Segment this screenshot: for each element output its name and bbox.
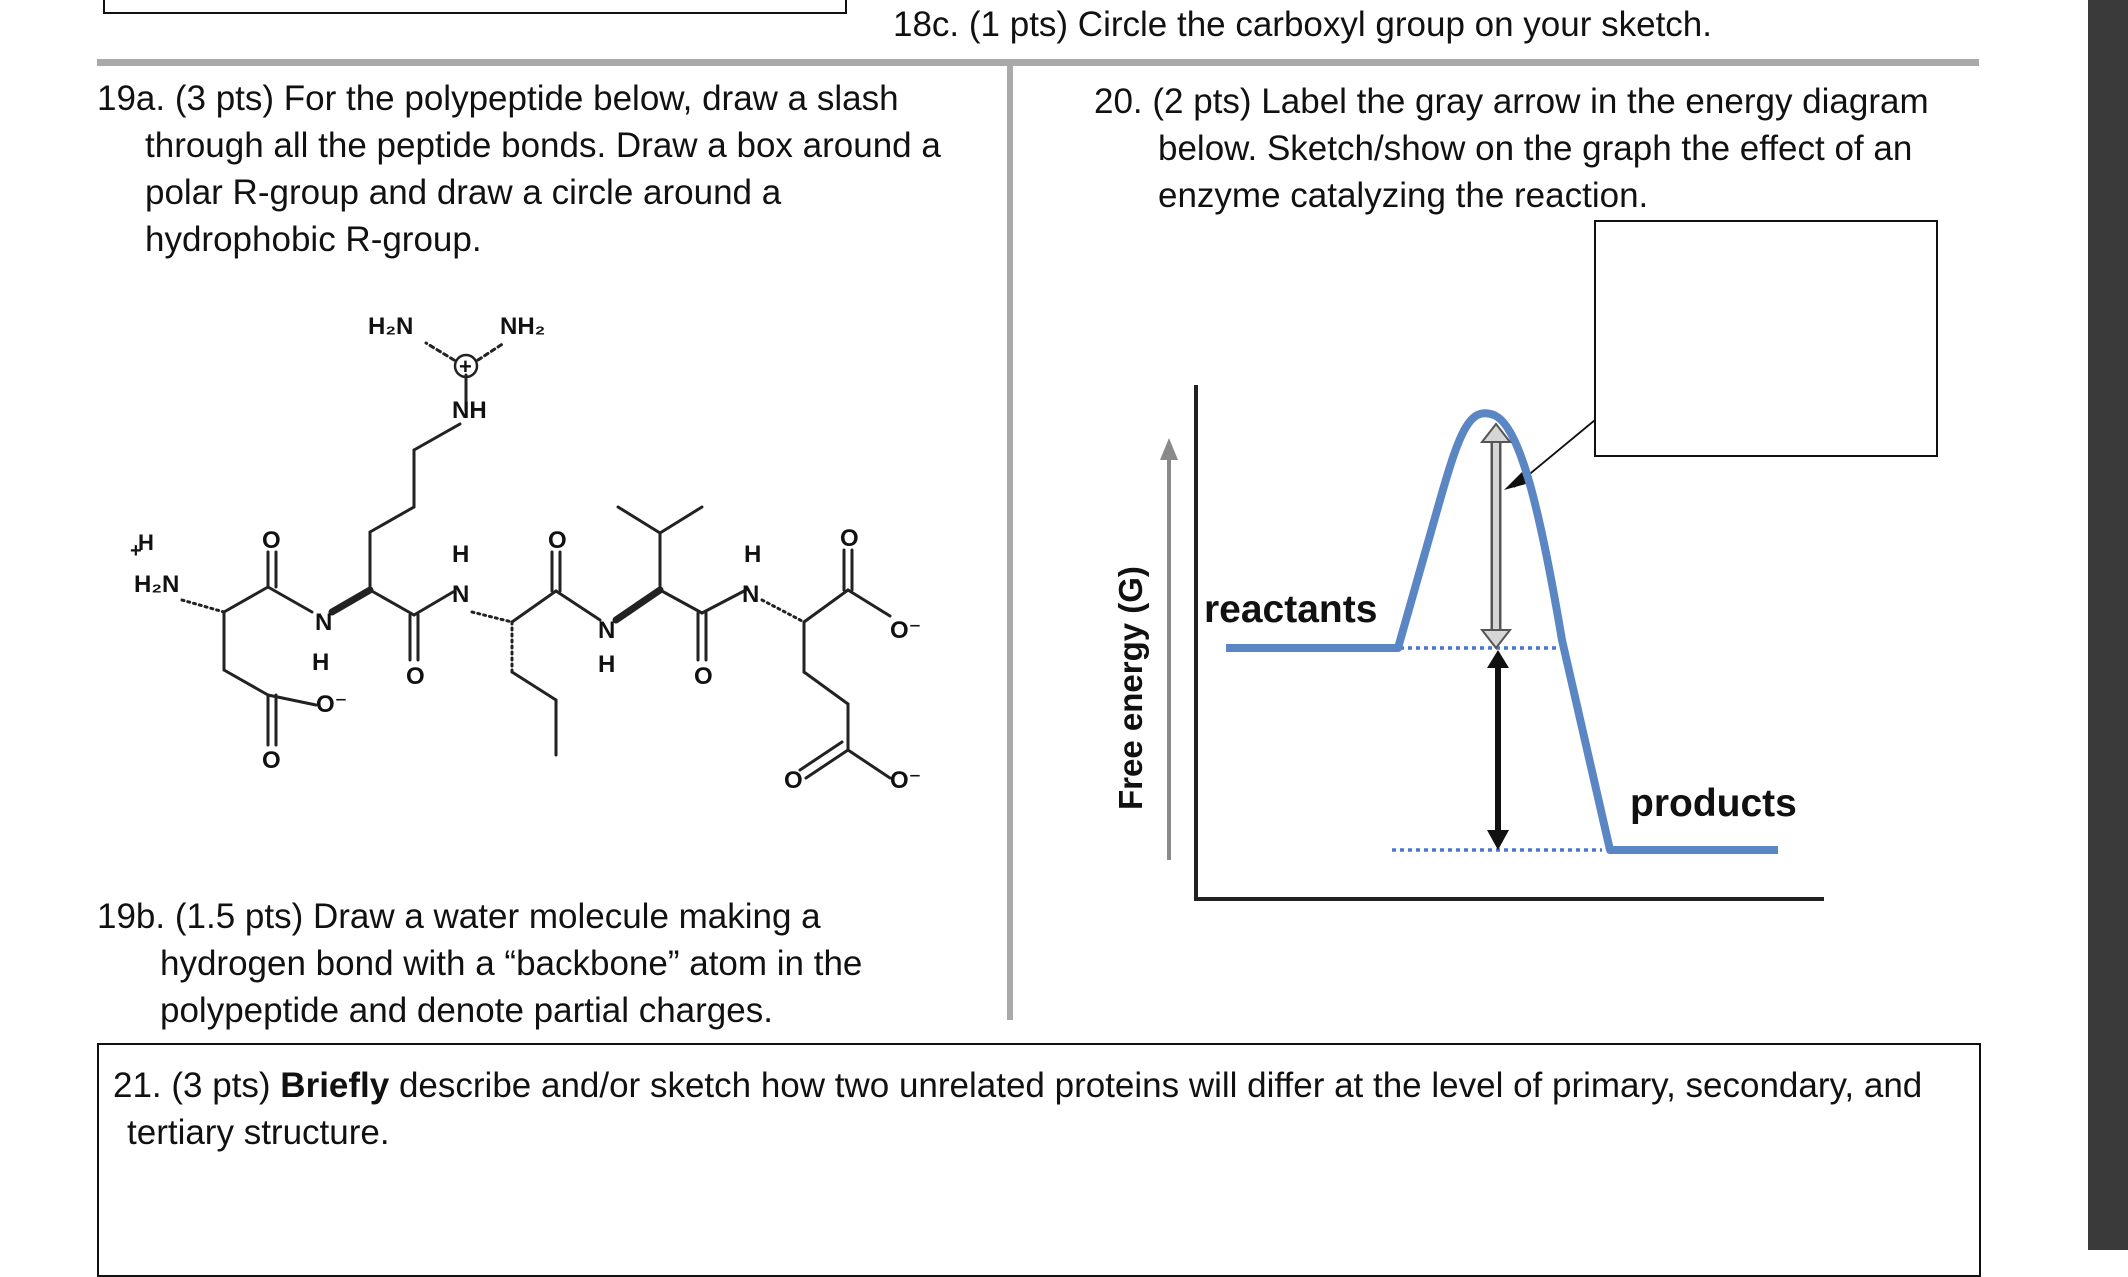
question-20-line-3: enzyme catalyzing the reaction. [1158, 176, 1649, 215]
atom-label: N [742, 581, 759, 608]
atom-label: NH [452, 397, 487, 424]
atom-label: H₂N [368, 313, 413, 340]
atom-label: + [459, 354, 472, 379]
atom-label: O [784, 767, 803, 794]
atom-label: O [262, 527, 281, 554]
atom-label: H [598, 651, 615, 678]
bond [616, 505, 662, 535]
atom-label: H [312, 649, 329, 676]
bond [368, 588, 416, 617]
question-19b: 19b. (1.5 pts) Draw a water molecule mak… [97, 893, 997, 1043]
hashed-bond [470, 610, 514, 624]
bond [802, 588, 850, 624]
polypeptide-structure: H₂N NH₂ + NH H + H₂N O O O⁻ N H O H N O … [130, 313, 921, 794]
bond [700, 588, 748, 615]
bond [222, 585, 270, 614]
question-19b-line-2: hydrogen bond with a “backbone” atom in … [160, 944, 863, 983]
bond [846, 588, 892, 618]
atom-label: NH₂ [500, 313, 545, 340]
wedge-bond [612, 586, 664, 624]
atom-label: O [262, 747, 281, 774]
previous-answer-box [103, 0, 847, 14]
black-arrow-head-bottom [1487, 830, 1509, 850]
question-19a: 19a. (3 pts) For the polypeptide below, … [97, 75, 997, 275]
bond [804, 748, 850, 780]
question-19a-line-3: polar R-group and draw a circle around a [145, 173, 782, 212]
question-21-bold: Briefly [280, 1066, 390, 1105]
y-axis-direction-arrow-head [1160, 438, 1178, 460]
answer-label-box[interactable] [1594, 220, 1938, 457]
bond [222, 668, 270, 697]
atom-label: O [840, 525, 859, 552]
section-divider-vertical [1007, 63, 1013, 1020]
hashed-bond [180, 598, 226, 614]
atom-label: N [598, 617, 615, 644]
black-arrow-head-top [1487, 650, 1509, 668]
bond [412, 422, 462, 452]
question-19a-line-4: hydrophobic R-group. [145, 220, 482, 259]
partial-bond [476, 341, 506, 362]
products-label: products [1630, 782, 1797, 825]
reactants-label: reactants [1204, 588, 1377, 631]
label-pointer-head [1504, 472, 1526, 490]
bond [658, 588, 704, 615]
bond [266, 585, 314, 614]
atom-label: + [130, 540, 142, 562]
bond [266, 693, 318, 707]
question-20-line-2: below. Sketch/show on the graph the effe… [1158, 129, 1913, 168]
atom-label: H [452, 541, 469, 568]
question-20-line-1: 20. (2 pts) Label the gray arrow in the … [1094, 82, 1929, 121]
y-axis-label: Free energy (G) [1112, 566, 1149, 810]
hashed-bond [760, 598, 806, 624]
section-divider-horizontal [97, 59, 1979, 66]
question-18c-text: 18c. (1 pts) Circle the carboxyl group o… [893, 5, 1712, 44]
bond [554, 589, 602, 622]
gray-arrow-head-top [1479, 422, 1513, 443]
question-21-rest: describe and/or sketch how two unrelated… [389, 1066, 1923, 1105]
bond [510, 589, 558, 624]
atom-label: N [452, 581, 469, 608]
question-18c: 18c. (1 pts) Circle the carboxyl group o… [893, 1, 1712, 48]
question-21-line-2: tertiary structure. [127, 1113, 390, 1152]
energy-curve [1226, 409, 1778, 854]
bond [798, 740, 844, 772]
bond [658, 505, 704, 535]
energy-diagram: Free energy (G) reactants products [1112, 220, 1938, 901]
bond [802, 670, 850, 706]
atom-label: O [694, 663, 713, 690]
bond [368, 505, 416, 534]
question-20: 20. (2 pts) Label the gray arrow in the … [1094, 78, 1994, 228]
question-21-line-1: 21. (3 pts) Briefly describe and/or sket… [113, 1062, 1922, 1109]
wedge-bond [328, 586, 374, 616]
atom-label: N [315, 609, 332, 636]
gray-arrow-head-bottom [1479, 629, 1513, 650]
atom-label: H [138, 530, 154, 555]
atom-label: O [406, 663, 425, 690]
bond [846, 748, 892, 780]
atom-label: O⁻ [316, 691, 347, 718]
atom-label: O⁻ [890, 767, 921, 794]
question-19b-line-1: 19b. (1.5 pts) Draw a water molecule mak… [97, 897, 821, 936]
bond [510, 670, 558, 702]
window-edge [2088, 0, 2128, 1250]
positive-charge-circle [453, 353, 479, 379]
atom-label: O⁻ [890, 617, 921, 644]
atom-label: O [548, 527, 567, 554]
atom-label: H₂N [134, 571, 179, 598]
bond [412, 590, 455, 617]
question-19a-line-1: 19a. (3 pts) For the polypeptide below, … [97, 79, 899, 118]
question-19a-line-2: through all the peptide bonds. Draw a bo… [145, 126, 941, 165]
partial-bond [424, 341, 456, 362]
question-21: 21. (3 pts) Briefly describe and/or sket… [113, 1062, 1973, 1162]
question-19b-line-3: polypeptide and denote partial charges. [160, 991, 773, 1030]
question-21-prefix: 21. (3 pts) [113, 1066, 281, 1105]
atom-label: H [744, 541, 761, 568]
